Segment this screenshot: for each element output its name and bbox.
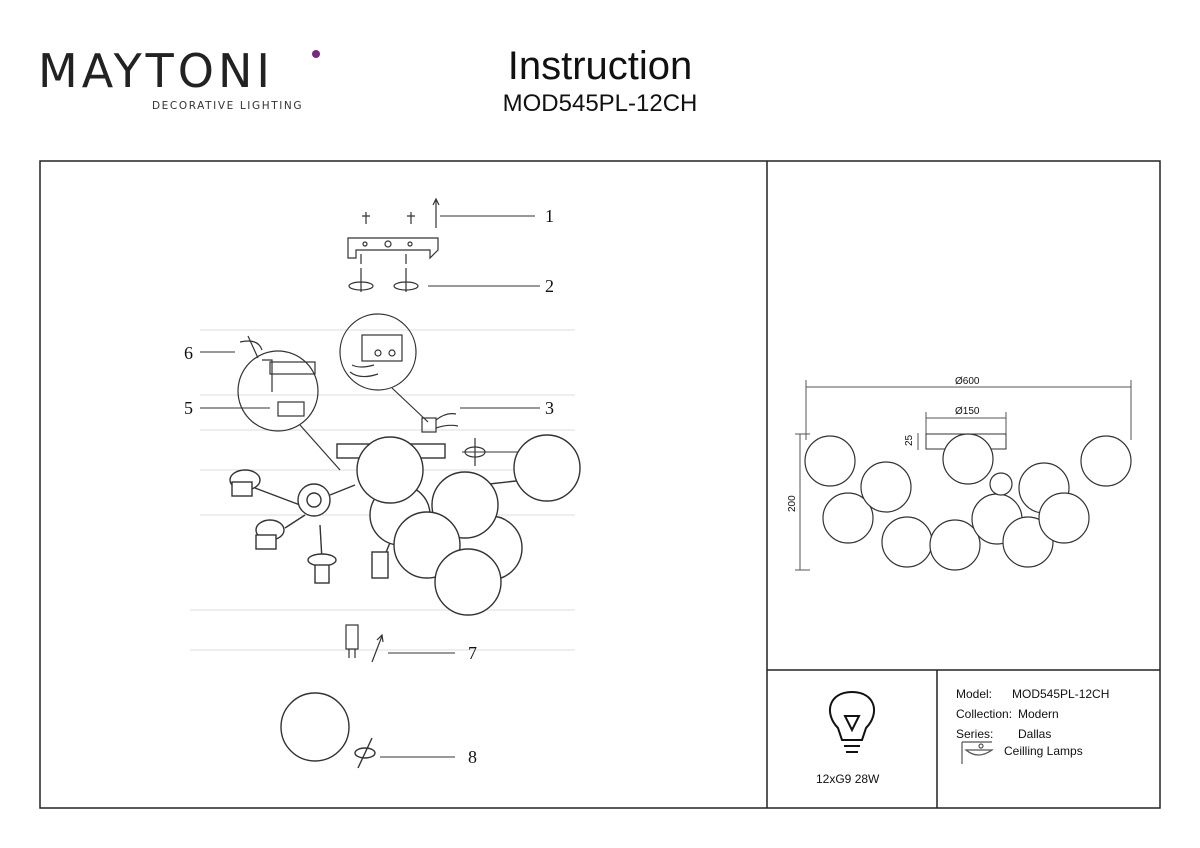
dimension-base-height: 25 — [904, 434, 915, 446]
outer-frame — [39, 160, 1161, 809]
step-label-3: 3 — [545, 398, 554, 418]
dimension-diameter-total: Ø600 — [955, 376, 980, 387]
bulb-spec: 12xG9 28W — [816, 772, 880, 786]
lamp-assembly-illustration — [229, 434, 581, 616]
step-label-1: 1 — [545, 206, 554, 226]
collection-value: Modern — [1018, 707, 1059, 721]
step-5-6-detail — [200, 335, 341, 471]
step-2-mounting-bracket — [347, 237, 540, 292]
step-label-2: 2 — [545, 276, 554, 296]
brand-tagline: DECORATIVE LIGHTING — [152, 100, 304, 112]
dimension-height: 200 — [787, 495, 798, 512]
step-7-g9-bulb — [345, 624, 455, 663]
model-label: Model: — [956, 687, 993, 701]
ceiling-lamp-icon — [961, 741, 994, 764]
step-3-wire-connector — [339, 313, 540, 433]
series-value: Dallas — [1018, 727, 1052, 741]
step-8-glass-shade — [280, 692, 455, 769]
model-value: MOD545PL-12CH — [1012, 687, 1110, 701]
step-label-5: 5 — [184, 398, 193, 418]
page-title: Instruction — [507, 44, 693, 88]
step-1-screws — [362, 197, 535, 228]
guide-lines — [190, 329, 575, 651]
bulb-icon — [829, 690, 875, 753]
brand-name: MAYTONI — [38, 44, 274, 98]
lamp-type-value: Ceilling Lamps — [1004, 744, 1083, 758]
brand-dot — [312, 50, 320, 58]
step-label-6: 6 — [184, 343, 193, 363]
model-code: MOD545PL-12CH — [502, 90, 698, 117]
brand-logo: MAYTONI DECORATIVE LIGHTING — [38, 44, 320, 112]
dimension-drawing — [795, 380, 1132, 571]
collection-label: Collection: — [956, 707, 1013, 721]
dimension-diameter-base: Ø150 — [955, 406, 980, 417]
step-label-8: 8 — [468, 747, 477, 767]
step-label-7: 7 — [468, 643, 477, 663]
series-label: Series: — [956, 727, 994, 741]
